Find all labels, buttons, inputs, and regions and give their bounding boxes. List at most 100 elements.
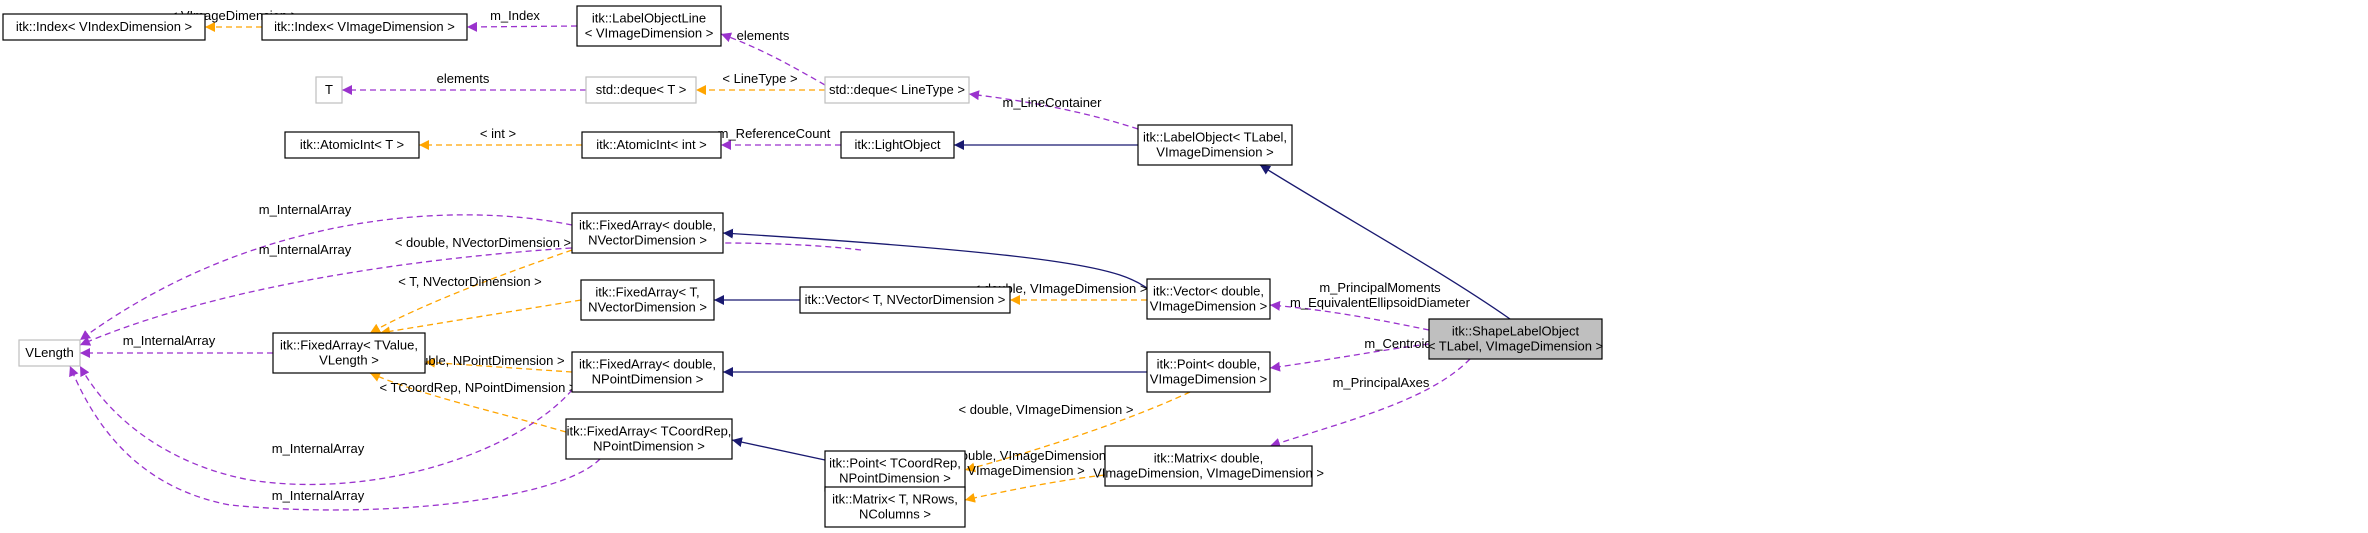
edge-label-line: < int > [480, 126, 516, 141]
edge-label-m-index: m_Index [490, 8, 540, 23]
node-label: itk::Point< TCoordRep, [829, 456, 961, 471]
node-label: NPointDimension > [592, 372, 704, 387]
node-fixedarray-double-nvector[interactable]: itk::FixedArray< double,NVectorDimension… [571, 212, 724, 254]
edge-label-elements-line: elements [737, 28, 790, 43]
edge-label-line: m_EquivalentEllipsoidDiameter [1290, 295, 1471, 310]
edge-label-line: < TCoordRep, NPointDimension > [379, 380, 576, 395]
node-label: itk::LabelObjectLine [592, 11, 706, 26]
node-box[interactable] [799, 286, 1011, 314]
edge-fixedarray-tcoordrep-npoint-inherit [731, 437, 826, 461]
node-box[interactable] [571, 351, 724, 393]
node-light-object[interactable]: itk::LightObject [840, 131, 955, 159]
node-box[interactable] [1146, 351, 1271, 393]
node-box[interactable] [1428, 318, 1603, 360]
edge-label-line: < T, NVectorDimension > [398, 274, 542, 289]
edge-label-double-nvector: < double, NVectorDimension > [395, 235, 571, 250]
node-box[interactable] [824, 450, 966, 492]
node-point-double-vimage[interactable]: itk::Point< double,VImageDimension > [1146, 351, 1271, 393]
node-point-tcoordrep-npoint[interactable]: itk::Point< TCoordRep,NPointDimension > [824, 450, 966, 492]
node-label: NVectorDimension > [588, 233, 707, 248]
node-box[interactable] [824, 486, 966, 528]
edge-m-principal-moments [1269, 300, 1430, 331]
node-label: std::deque< LineType > [829, 82, 965, 97]
edge-label-line: m_ReferenceCount [718, 126, 831, 141]
node-label: NPointDimension > [593, 439, 705, 454]
edge-label-line: m_Index [490, 8, 540, 23]
edge-label-m-principal-axes: m_PrincipalAxes [1333, 375, 1430, 390]
edge-m-principal-axes [1269, 358, 1471, 448]
node-box[interactable] [580, 279, 715, 321]
node-label: itk::LightObject [855, 137, 941, 152]
node-atomicint-t[interactable]: itk::AtomicInt< T > [284, 131, 420, 159]
edge-elements-line [720, 32, 826, 86]
node-label-object[interactable]: itk::LabelObject< TLabel,VImageDimension… [1137, 124, 1293, 166]
node-box[interactable] [585, 76, 697, 104]
node-index-vimage[interactable]: itk::Index< VImageDimension > [261, 13, 468, 41]
edge-m-internal-array-1 [79, 214, 573, 341]
edge-label-m-centroid: m_Centroid [1364, 336, 1431, 351]
node-fixedarray-t-nvector[interactable]: itk::FixedArray< T,NVectorDimension > [580, 279, 715, 321]
edge-m-internal-array-2 [79, 242, 862, 346]
node-matrix-t[interactable]: itk::Matrix< T, NRows,NColumns > [824, 486, 966, 528]
edge-label-line: m_PrincipalAxes [1333, 375, 1430, 390]
edge-label-double-vimage-mat: < double, VImageDimension,VImageDimensio… [942, 448, 1109, 478]
node-box[interactable] [824, 76, 970, 104]
node-box[interactable] [315, 76, 343, 104]
edge-double-vimage-pt [964, 391, 1191, 473]
node-fixedarray-double-npoint[interactable]: itk::FixedArray< double,NPointDimension … [571, 351, 724, 393]
node-deque-linetype[interactable]: std::deque< LineType > [824, 76, 970, 104]
edge-label-m-internal-array-4: m_InternalArray [272, 441, 365, 456]
edge-label-line: < double, NPointDimension > [395, 353, 564, 368]
node-box[interactable] [18, 339, 81, 367]
node-box[interactable] [581, 131, 722, 159]
node-box[interactable] [1146, 278, 1271, 320]
node-label: VImageDimension > [1150, 299, 1267, 314]
node-matrix-double[interactable]: itk::Matrix< double,VImageDimension, VIm… [1093, 445, 1324, 487]
node-vlength[interactable]: VLength [18, 339, 81, 367]
node-box[interactable] [571, 212, 724, 254]
edge-t-nvector [379, 299, 582, 337]
node-label: itk::Index< VImageDimension > [274, 19, 455, 34]
node-vector-double-vimage[interactable]: itk::Vector< double,VImageDimension > [1146, 278, 1271, 320]
edge-label-object-inherit [1259, 164, 1511, 320]
edge-double-npoint [424, 357, 573, 373]
node-fixedarray-tcoordrep-npoint[interactable]: itk::FixedArray< TCoordRep,NPointDimensi… [565, 418, 733, 460]
node-index-vindex[interactable]: itk::Index< VIndexDimension > [2, 13, 206, 41]
node-label: VImageDimension > [1150, 372, 1267, 387]
node-fixedarray-tvalue[interactable]: itk::FixedArray< TValue,VLength > [272, 332, 426, 374]
edge-label-line: VImageDimension > [967, 463, 1084, 478]
nodes-layer: itk::Index< VIndexDimension > itk::Index<… [2, 5, 1603, 528]
node-box[interactable] [1104, 445, 1313, 487]
edge-label-line: < double, NVectorDimension > [395, 235, 571, 250]
edge-label-line: m_InternalArray [272, 441, 365, 456]
edge-label-m-internal-array-3: m_InternalArray [123, 333, 216, 348]
node-label: < VImageDimension > [585, 26, 714, 41]
node-label: itk::Matrix< double, [1154, 451, 1263, 466]
node-box[interactable] [2, 13, 206, 41]
node-deque-t[interactable]: std::deque< T > [585, 76, 697, 104]
node-label: VLength > [319, 353, 379, 368]
node-label: itk::ShapeLabelObject [1452, 324, 1580, 339]
node-atomicint-int[interactable]: itk::AtomicInt< int > [581, 131, 722, 159]
node-box[interactable] [272, 332, 426, 374]
node-vector-t-nvector[interactable]: itk::Vector< T, NVectorDimension > [799, 286, 1011, 314]
edge-label-int-arg: < int > [480, 126, 516, 141]
node-box[interactable] [576, 5, 722, 47]
edge-m-internal-array-4 [79, 365, 573, 486]
node-shape-label-object[interactable]: itk::ShapeLabelObject< TLabel, VImageDim… [1428, 318, 1603, 360]
edge-label-t-nvector: < T, NVectorDimension > [398, 274, 542, 289]
node-box[interactable] [840, 131, 955, 159]
node-box[interactable] [1137, 124, 1293, 166]
edge-label-line: elements [737, 28, 790, 43]
node-box[interactable] [565, 418, 733, 460]
node-box[interactable] [284, 131, 420, 159]
node-label-object-line[interactable]: itk::LabelObjectLine< VImageDimension > [576, 5, 722, 47]
edge-label-line: m_InternalArray [259, 202, 352, 217]
edge-double-vimage-mat [964, 474, 1106, 503]
node-t[interactable]: T [315, 76, 343, 104]
node-label: itk::FixedArray< TCoordRep, [567, 424, 732, 439]
edge-label-m-internal-array-2: m_InternalArray [259, 242, 352, 257]
node-label: itk::AtomicInt< T > [300, 137, 404, 152]
node-box[interactable] [261, 13, 468, 41]
node-label: itk::Index< VIndexDimension > [16, 19, 192, 34]
